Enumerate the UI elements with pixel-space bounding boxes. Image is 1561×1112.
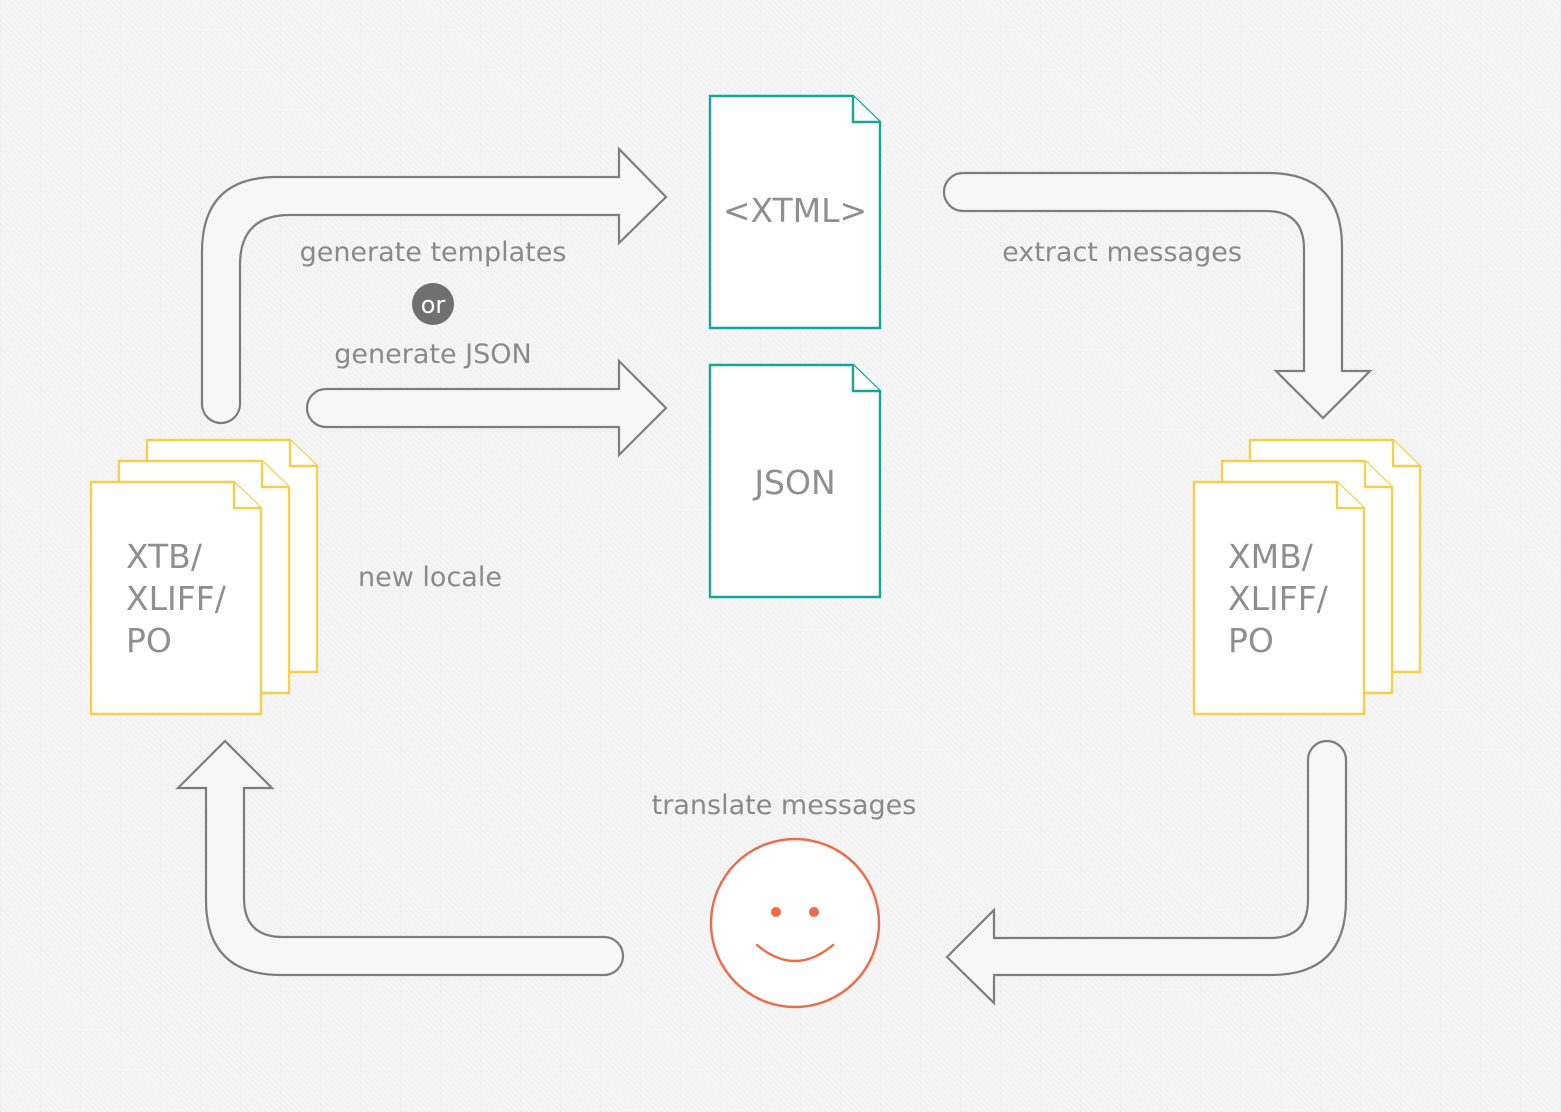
source-translations-stack: XTB/ XLIFF/ PO <box>89 438 319 716</box>
source-translations-line-3: PO <box>126 621 172 660</box>
extract-messages-label: extract messages <box>1002 237 1242 268</box>
generate-json-arrow <box>305 358 668 458</box>
xtml-document: <XTML> <box>708 94 882 330</box>
extracted-messages-line-3: PO <box>1228 621 1274 660</box>
translate-messages-label: translate messages <box>652 790 917 821</box>
extract-messages-arrow <box>942 171 1373 420</box>
extracted-messages-line-2: XLIFF/ <box>1228 579 1329 618</box>
or-label: or <box>421 291 446 319</box>
extracted-messages-stack: XMB/ XLIFF/ PO <box>1192 438 1422 716</box>
generate-templates-arrow <box>200 146 668 425</box>
source-translations-line-2: XLIFF/ <box>126 579 227 618</box>
source-translations-line-1: XTB/ <box>126 537 203 576</box>
json-document: JSON <box>708 363 882 599</box>
new-locale-arrow <box>175 739 625 977</box>
json-label: JSON <box>752 463 835 502</box>
xtml-label: <XTML> <box>723 191 867 230</box>
translate-messages-arrow <box>945 739 1348 1006</box>
or-badge: or <box>412 283 454 325</box>
smiley-face-icon <box>709 837 881 1009</box>
generate-json-label: generate JSON <box>334 339 531 370</box>
new-locale-label: new locale <box>358 562 502 593</box>
extracted-messages-line-1: XMB/ <box>1228 537 1314 576</box>
generate-templates-label: generate templates <box>300 237 567 268</box>
